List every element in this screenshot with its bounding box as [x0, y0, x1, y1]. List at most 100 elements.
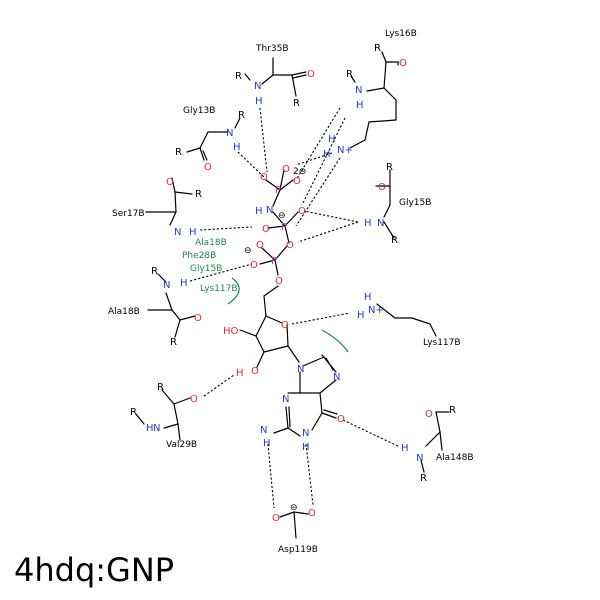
nitrogen-atom: N	[226, 128, 233, 139]
hydrogen-atom: H	[364, 292, 372, 303]
hydrophobic-arc-right	[321, 329, 349, 353]
ligand-title: 4hdq:GNP	[14, 551, 175, 589]
hydroxyl-hydrogen: H	[236, 368, 244, 379]
nitrogen-atoms: N H N H N H H H N+ H N H N N H N H H H N…	[146, 81, 423, 464]
phosphorus-atoms: P P P	[271, 185, 287, 267]
r-label: R	[151, 266, 158, 277]
r-groups: R R R R R R R R R R R R R R R	[130, 43, 456, 484]
charge-2minus-label: 2⊖	[293, 167, 306, 177]
nitrogen-atom: N	[282, 394, 289, 405]
oxygen-atom: O	[166, 177, 174, 188]
nitrogen-atom: N	[174, 227, 181, 238]
residue-bonds	[135, 51, 450, 539]
r-label: R	[175, 147, 182, 158]
oxygen-atom: O	[262, 224, 270, 235]
residue-label-ala148: Ala148B	[436, 453, 474, 463]
hydrogen-atom: H	[364, 218, 372, 229]
hydrophobic-labels: Ala18B Phe28B Gly15B Lys117B	[182, 238, 238, 294]
nitrogen-atom: N	[297, 364, 304, 375]
r-label: R	[346, 69, 353, 80]
ammonium-nitrogen: N+	[337, 145, 353, 156]
hydrogen-atom: H	[189, 227, 197, 238]
oxygen-atom: O	[293, 176, 301, 187]
r-label: R	[420, 473, 427, 484]
nitrogen-atom: N	[416, 453, 423, 464]
nitrogen-atom: N	[355, 85, 362, 96]
nitrogen-atom: N	[266, 205, 273, 216]
nitrogen-atom: N	[377, 218, 384, 229]
nitrogen-atom: N	[254, 81, 261, 92]
hydroxyl-oxygen: O	[251, 366, 259, 377]
residue-label-ala18: Ala18B	[108, 307, 140, 317]
hydrogen-atom: H	[255, 96, 263, 107]
hydrogen-atom: H	[357, 310, 365, 321]
nitrogen-atom: N	[163, 280, 170, 291]
r-label: R	[238, 110, 245, 121]
residue-label-gly15: Gly15B	[399, 198, 431, 208]
hydrogen-atom: H	[401, 443, 409, 454]
nitrogen-atom: N	[333, 372, 340, 383]
residue-labels: Thr35B Lys16B Gly13B Gly15B Ser17B Ala18…	[108, 29, 474, 555]
ribose-ring-oxygen: O	[281, 320, 289, 331]
hydrogen-atom: H	[146, 423, 154, 434]
hydrogen-atom: H	[233, 142, 241, 153]
r-label: R	[235, 71, 242, 82]
hydrogen-atom: H	[255, 206, 263, 217]
oxygen-atom: O	[286, 240, 294, 251]
residue-label-lys117: Lys117B	[423, 338, 461, 348]
oxygen-atom: O	[399, 58, 407, 69]
oxygen-atom: O	[190, 394, 198, 405]
hydrogen-bonds	[189, 107, 401, 509]
r-label: R	[195, 189, 202, 200]
hydrogen-atom: H	[356, 100, 364, 111]
oxygen-atom: O	[282, 164, 290, 175]
oxygen-atom: O	[256, 240, 264, 251]
nitrogen-atom: N	[302, 428, 309, 439]
hydrogen-atom: H	[302, 442, 310, 453]
residue-label-thr35: Thr35B	[255, 44, 289, 54]
phosphorus-gamma: P	[275, 185, 281, 196]
r-label: R	[293, 98, 300, 109]
hydroxyl-oxygen: HO	[223, 326, 239, 337]
residue-label-val29: Val29B	[166, 440, 197, 450]
hydrophobic-contacts	[227, 277, 349, 353]
hydrophobic-label-lys117: Lys117B	[200, 284, 238, 294]
residue-label-asp119: Asp119B	[278, 545, 318, 555]
oxygen-atom: O	[204, 162, 212, 173]
residue-label-gly13: Gly13B	[183, 106, 215, 116]
nitrogen-atom: N	[153, 423, 160, 434]
hydrophobic-label-gly15: Gly15B	[190, 264, 222, 274]
hydrogen-atom: H	[263, 438, 271, 449]
oxygen-atom: O	[308, 508, 316, 519]
r-label: R	[130, 407, 137, 418]
ammonium-nitrogen: N+	[368, 305, 384, 316]
charge-minus-label: ⊖	[290, 503, 298, 513]
r-label: R	[391, 235, 398, 246]
oxygen-atom: O	[425, 409, 433, 420]
oxygen-atom: O	[194, 313, 202, 324]
charge-minus-label: ⊖	[244, 246, 252, 256]
r-label: R	[374, 43, 381, 54]
nitrogen-atom: N	[260, 425, 267, 436]
oxygen-atom: O	[378, 182, 386, 193]
r-label: R	[386, 162, 393, 173]
oxygen-atoms: O O O O O O O O O O O O O O O O O O O O …	[166, 58, 433, 524]
oxygen-atom: O	[272, 513, 280, 524]
oxygen-atom: O	[260, 172, 268, 183]
residue-label-ser17: Ser17B	[112, 209, 145, 219]
residue-label-lys16: Lys16B	[385, 29, 417, 39]
r-label: R	[157, 382, 164, 393]
oxygen-atom: O	[298, 206, 306, 217]
hydrophobic-arc-left	[227, 277, 240, 305]
r-label: R	[170, 337, 177, 348]
oxygen-atom: O	[275, 276, 283, 287]
phosphorus-alpha: P	[271, 256, 277, 267]
phosphorus-beta: P	[281, 222, 287, 233]
hydrogen-atom: H	[323, 149, 331, 160]
charge-minus-label: ⊖	[278, 211, 286, 221]
oxygen-atom: O	[250, 260, 258, 271]
r-label: R	[449, 405, 456, 416]
charges: 2⊖ ⊖ ⊖ ⊖	[244, 167, 306, 513]
ligand-bonds	[239, 169, 338, 437]
